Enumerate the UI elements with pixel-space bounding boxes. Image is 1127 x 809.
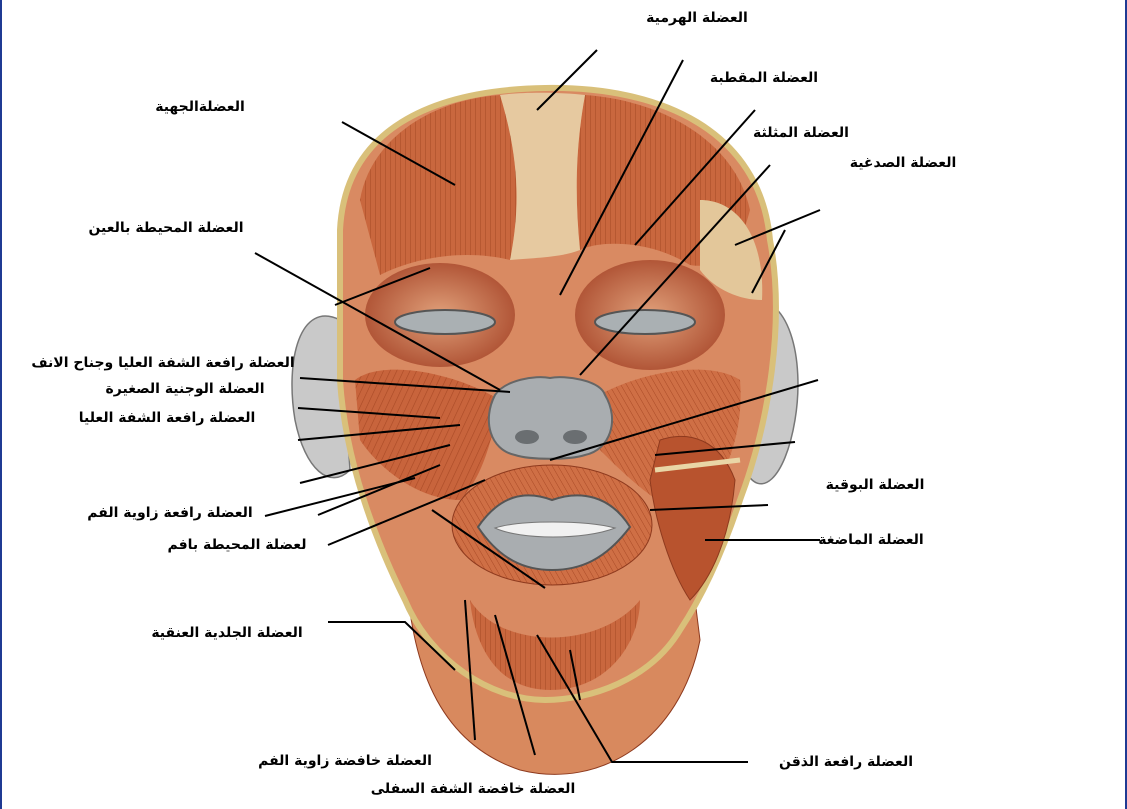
- label-platysma: العضلة الجلدية العنقية: [151, 625, 302, 641]
- label-levator-labii: العضلة رافعة الشفة العليا: [79, 410, 256, 426]
- label-levator-labii-alaeque: العضلة رافعة الشفة العليا وجناح الانف: [31, 355, 294, 371]
- label-depressor-labii: العضلة خافضة الشفة السفلى: [371, 781, 576, 797]
- label-corrugator: العضلة المقطبة: [710, 70, 818, 86]
- label-orbicularis-oculi: العضلة المحيطة بالعين: [88, 220, 243, 236]
- label-depressor-anguli-oris: العضلة خافضة زاوية الفم: [258, 753, 432, 769]
- label-zygomaticus-minor: العضلة الوجنية الصغيرة: [106, 381, 265, 397]
- right-eye: [595, 310, 695, 334]
- label-levator-anguli-oris: العضلة رافعة زاوية الفم: [87, 505, 252, 521]
- label-buccinator: العضلة البوقية: [826, 477, 925, 493]
- label-masseter: العضلة الماضغة: [818, 532, 923, 548]
- label-orbicularis-oris: لعضلة المحيطة بافم: [168, 537, 307, 553]
- right-nostril: [563, 430, 587, 444]
- left-nostril: [515, 430, 539, 444]
- head-illustration: [292, 88, 798, 774]
- label-mentalis: العضلة رافعة الذقن: [779, 754, 913, 770]
- left-eye: [395, 310, 495, 334]
- label-temporalis: العضلة الصدغية: [850, 155, 957, 171]
- frontalis-left: [360, 95, 517, 275]
- label-depressor-supercilii: العضلة المثلثة: [753, 125, 849, 141]
- label-procerus: العضلة الهرمية: [646, 10, 748, 26]
- label-frontalis: العضلةالجهية: [155, 99, 245, 115]
